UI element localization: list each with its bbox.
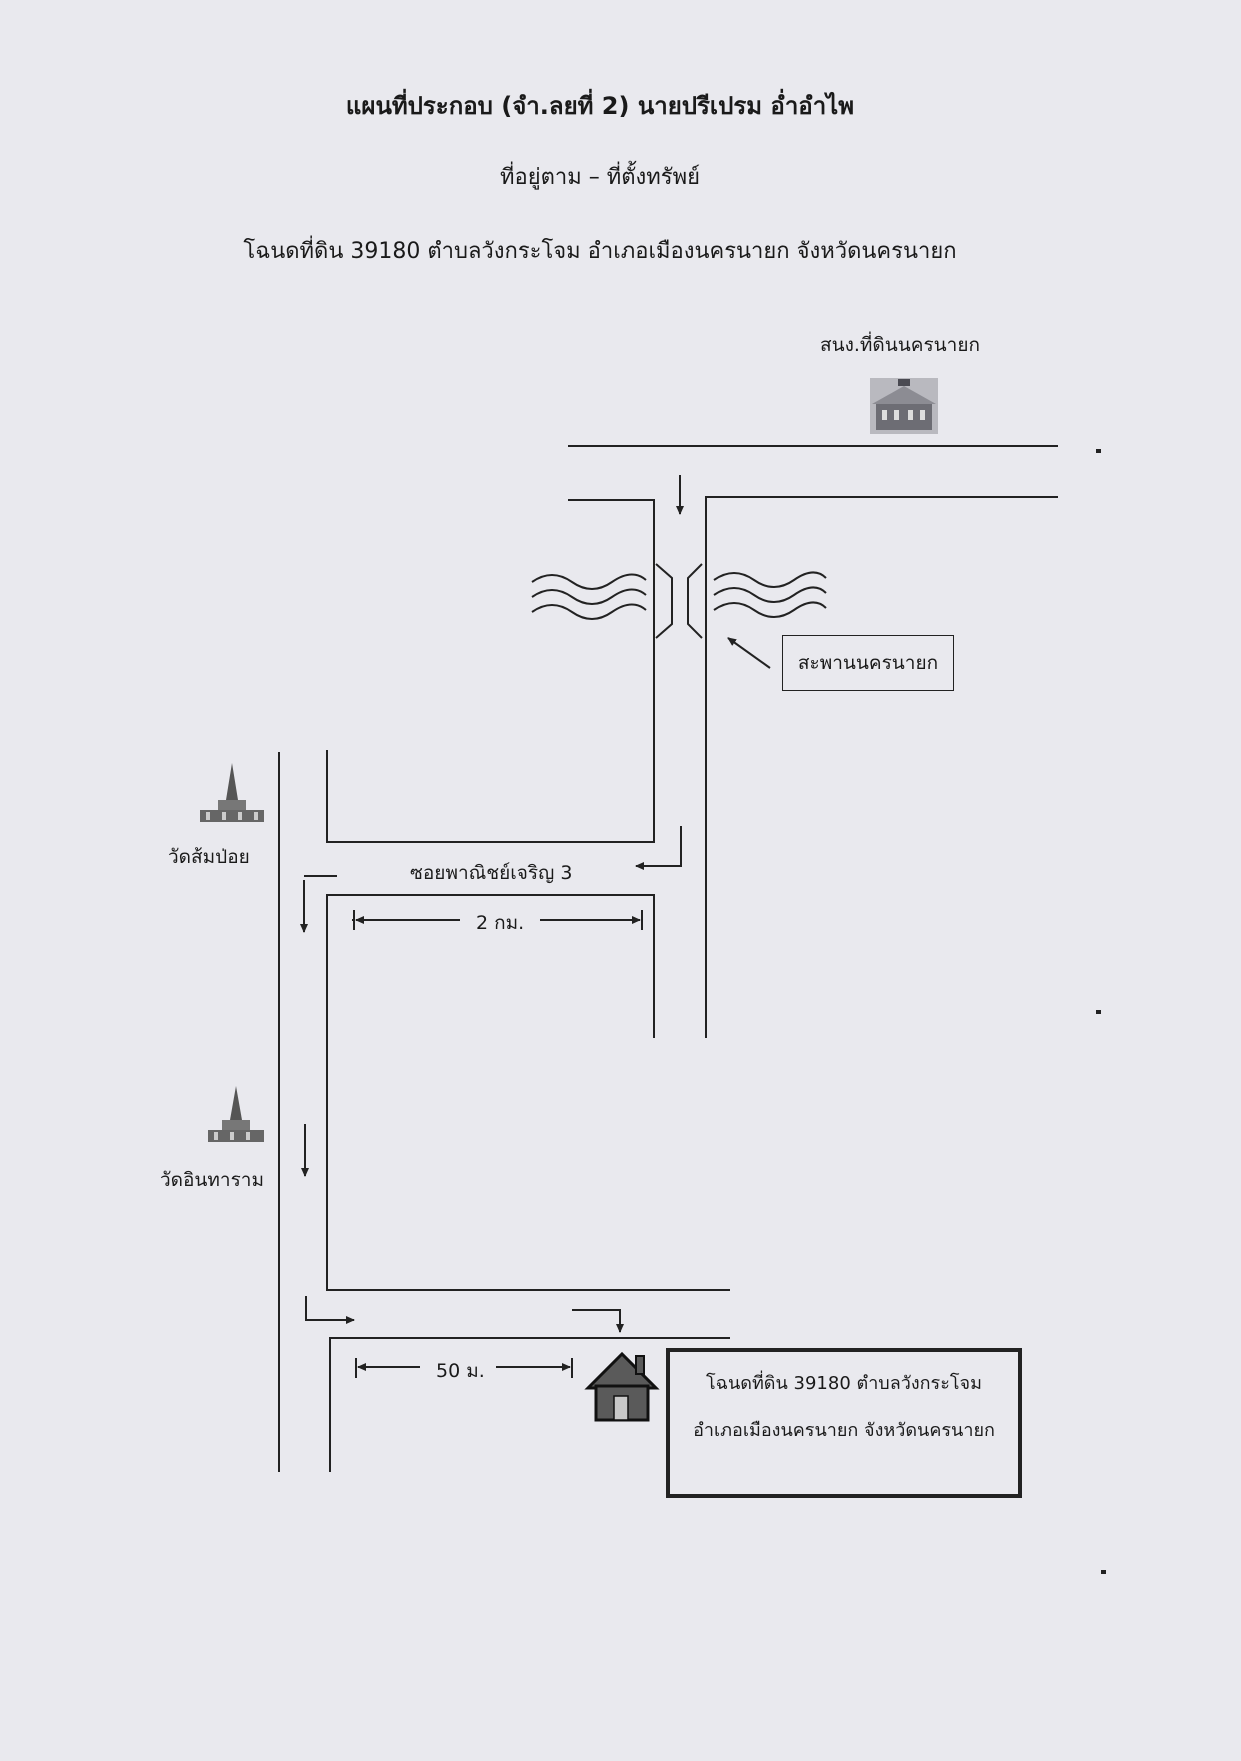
land-office-label: สนง.ที่ดินนครนายก <box>820 334 980 356</box>
deed-box-line-1: โฉนดที่ดิน 39180 ตำบลวังกระโจม <box>706 1373 982 1394</box>
temple-som-poi-label: วัดส้มป่อย <box>168 846 250 868</box>
bridge-label-box: สะพานนครนายก <box>782 635 954 691</box>
arrow-to-bridge <box>727 637 771 669</box>
scan-speck <box>1101 1570 1106 1574</box>
arrow-turn-east <box>305 1296 355 1324</box>
distance-2km-label: 2 กม. <box>476 912 525 934</box>
distance-50m-indicator <box>355 1358 573 1378</box>
deed-box-line-2: อำเภอเมืองนครนายก จังหวัดนครนายก <box>693 1420 995 1441</box>
house-icon <box>584 1351 660 1422</box>
temple-intharam-label: วัดอินทาราม <box>160 1169 264 1191</box>
deed-heading: โฉนดที่ดิน 39180 ตำบลวังกระโจม อำเภอเมือ… <box>243 239 957 264</box>
bottom-road-edge <box>329 1337 730 1472</box>
bridge-label: สะพานนครนายก <box>797 652 939 674</box>
arrow-turn-to-house <box>572 1309 624 1333</box>
government-building-icon <box>870 378 938 434</box>
property-deed-box: โฉนดที่ดิน 39180 ตำบลวังกระโจม อำเภอเมือ… <box>666 1348 1022 1498</box>
distance-50m-label: 50 ม. <box>436 1360 485 1382</box>
page-subtitle: ที่อยู่ตาม – ที่ตั้งทรัพย์ <box>500 165 700 190</box>
soi-road-label: ซอยพาณิชย์เจริญ 3 <box>410 862 573 884</box>
scan-speck <box>1096 449 1101 453</box>
scan-speck <box>1096 1010 1101 1014</box>
temple-icon <box>200 763 264 822</box>
distance-2km-indicator <box>352 910 643 930</box>
inner-road-edge <box>326 894 730 1291</box>
main-road-right-edge <box>705 496 1058 1038</box>
river-waves-icon <box>531 573 647 620</box>
temple-icon <box>208 1086 264 1142</box>
main-road-left-edge <box>326 499 655 843</box>
page-title: แผนที่ประกอบ (จำ.ลยที่ 2) นายปรีเปรม อ่ำ… <box>345 92 855 120</box>
arrow-turn-into-soi <box>635 826 682 870</box>
bridge-symbol <box>655 563 703 639</box>
river-waves-right-icon <box>713 571 827 618</box>
